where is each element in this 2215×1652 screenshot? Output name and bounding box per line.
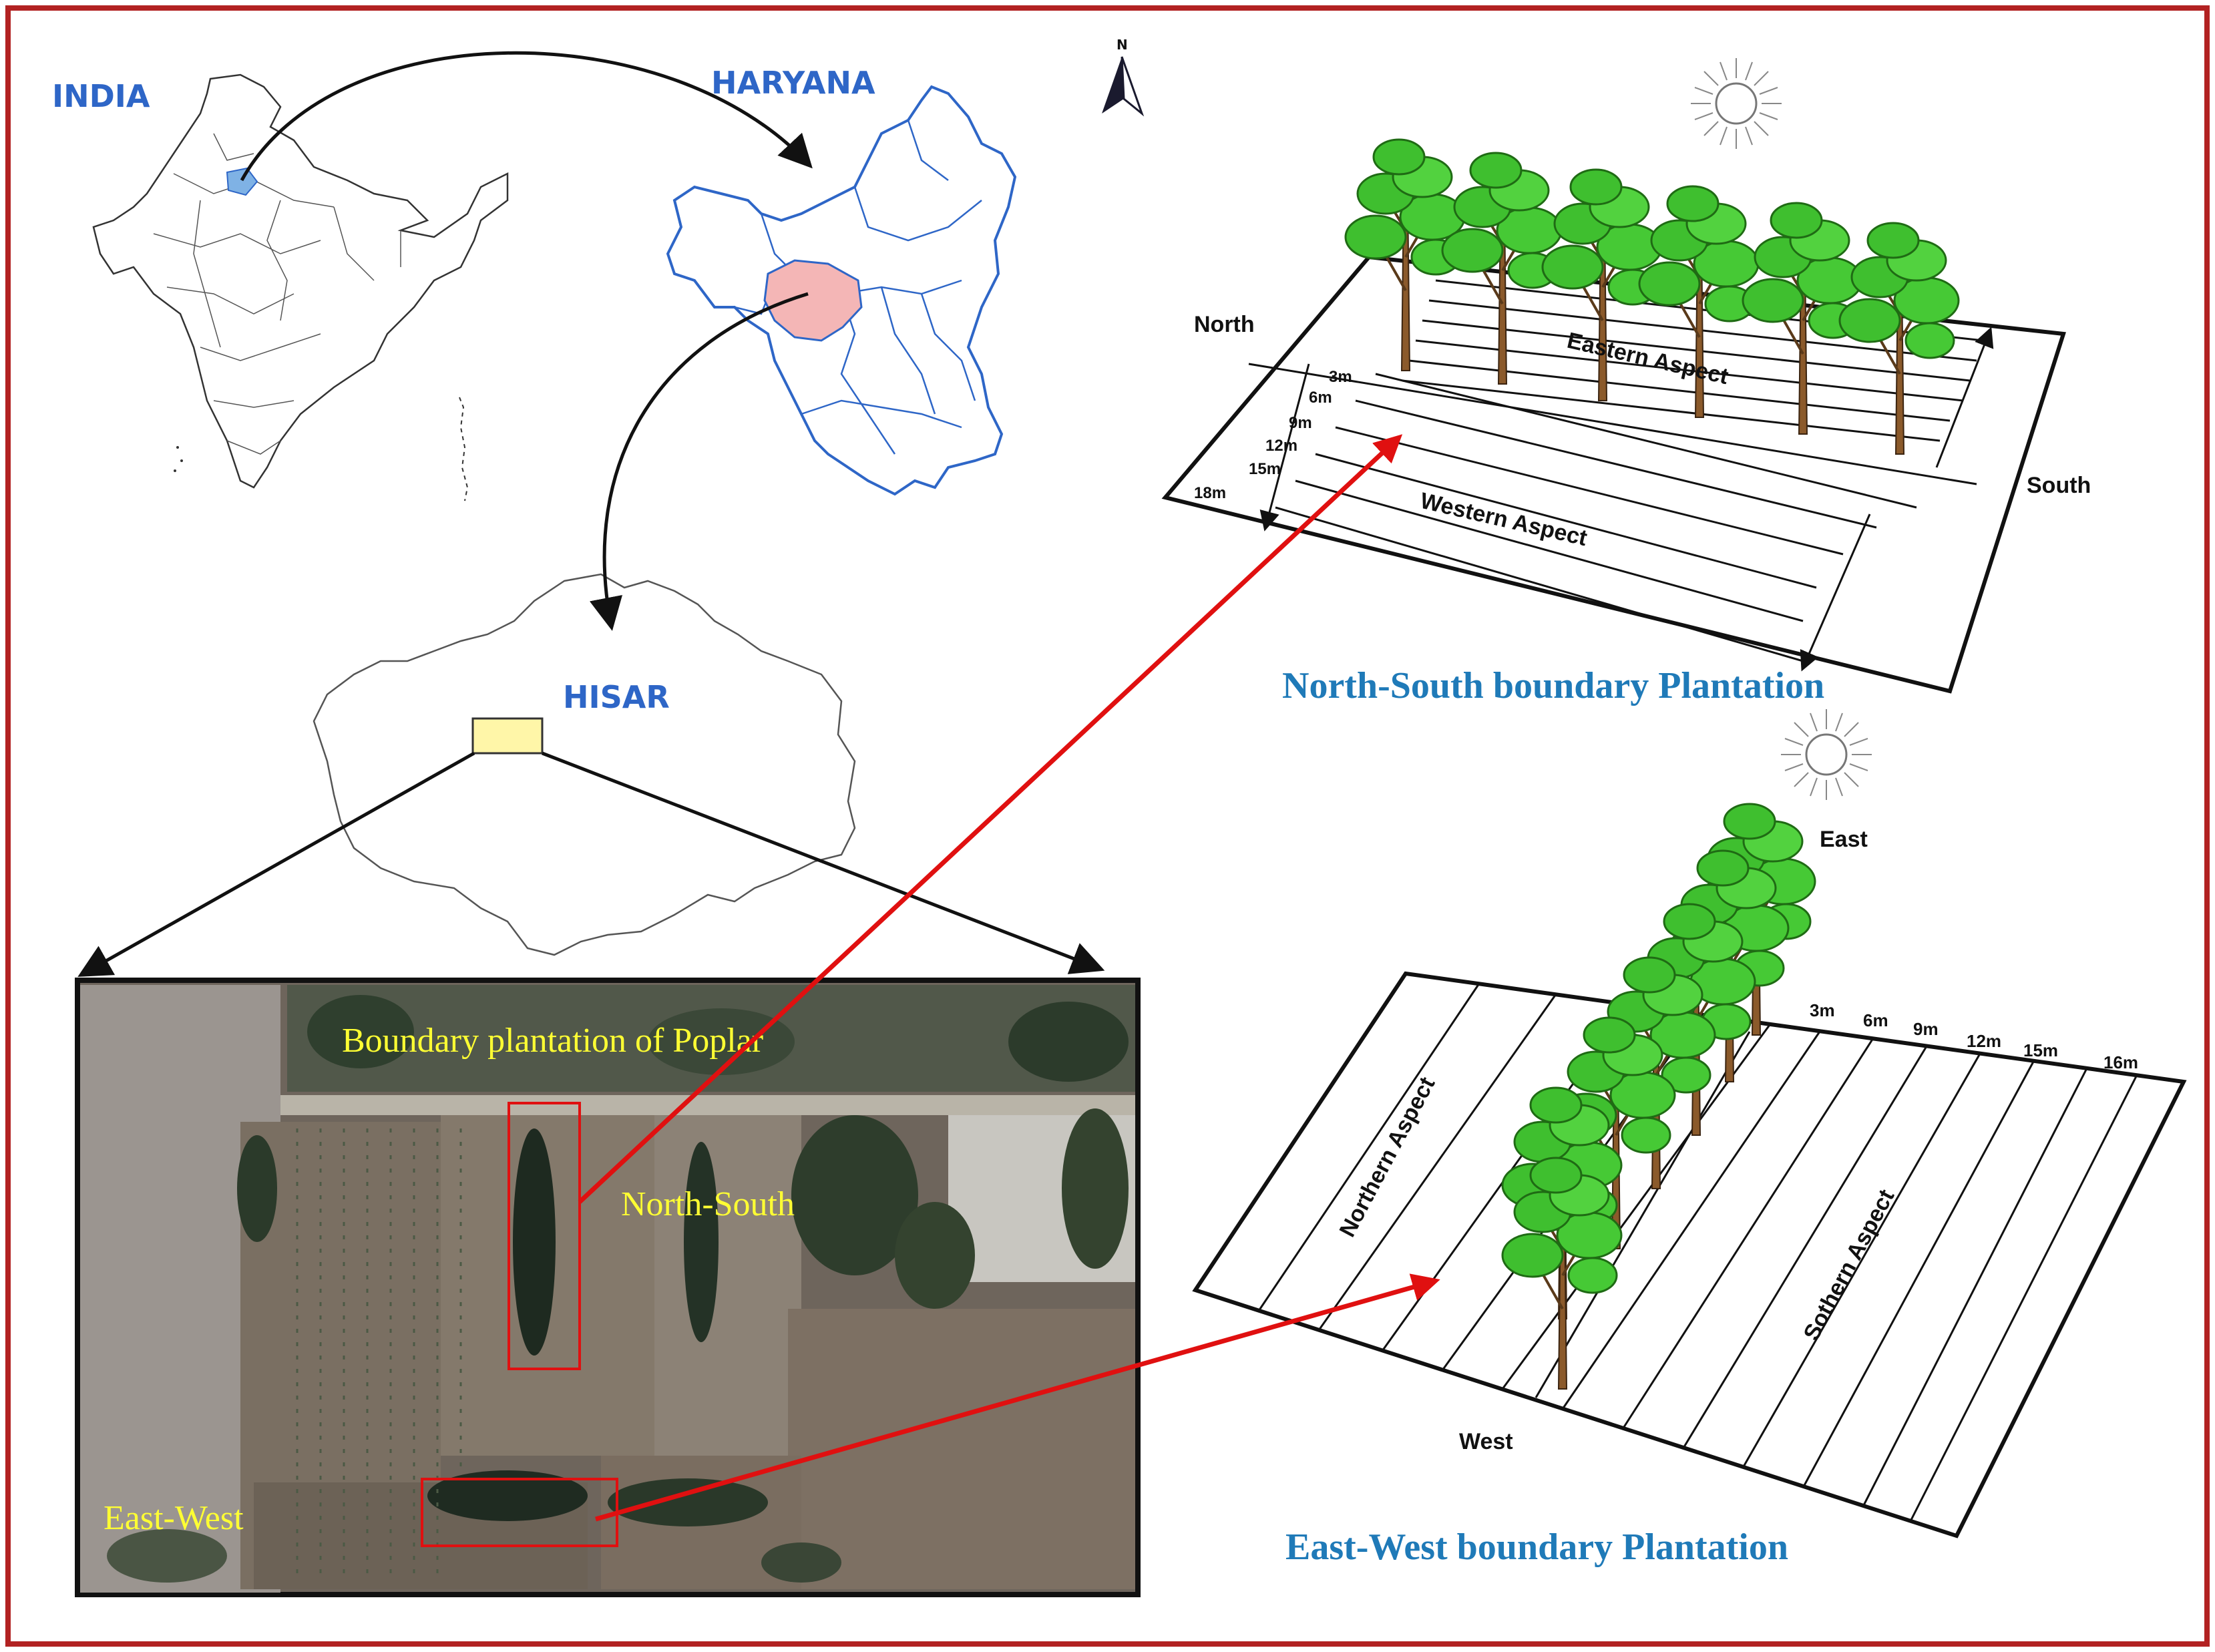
ns-north-label: North (1194, 312, 1255, 337)
north-arrow-icon (1102, 56, 1145, 117)
ew-distance-16m: 16m (2103, 1052, 2138, 1072)
india-label: INDIA (52, 78, 150, 114)
ns-distance-6m: 6m (1309, 389, 1332, 407)
hisar-label: HISAR (563, 679, 670, 715)
ew-distance-3m: 3m (1810, 1000, 1835, 1020)
ew-distance-6m: 6m (1863, 1010, 1888, 1030)
satellite-title: Boundary plantation of Poplar (342, 1022, 763, 1060)
ns-caption: North-South boundary Plantation (1282, 665, 1824, 706)
north-south-label: North-South (621, 1185, 795, 1223)
haryana-map (666, 85, 1017, 496)
haryana-label: HARYANA (711, 65, 875, 101)
study-area-box (471, 717, 544, 755)
satellite-image (75, 978, 1141, 1597)
north-south-plot-box (508, 1102, 581, 1370)
north-arrow-label: N (1117, 37, 1128, 53)
ns-south-label: South (2027, 473, 2091, 498)
east-west-label: East-West (104, 1499, 244, 1537)
ew-plantation-diagram (1192, 708, 2187, 1538)
ew-west-label: West (1459, 1429, 1513, 1454)
ns-distance-12m: 12m (1265, 437, 1297, 455)
ns-distance-18m: 18m (1194, 484, 1226, 502)
india-map (92, 73, 509, 501)
ew-east-label: East (1820, 827, 1868, 852)
ns-plantation-diagram (1161, 57, 2066, 694)
hisar-map (313, 573, 856, 956)
ew-distance-15m: 15m (2023, 1040, 2058, 1060)
ew-distance-9m: 9m (1913, 1019, 1939, 1039)
ns-distance-9m: 9m (1289, 414, 1312, 432)
ns-distance-15m: 15m (1249, 460, 1281, 478)
ew-distance-12m: 12m (1967, 1031, 2001, 1051)
map-connector-arrows (77, 51, 1105, 977)
ns-distance-3m: 3m (1329, 368, 1352, 386)
ew-caption: East-West boundary Plantation (1285, 1526, 1788, 1568)
pointer-arrows (578, 434, 1440, 1522)
